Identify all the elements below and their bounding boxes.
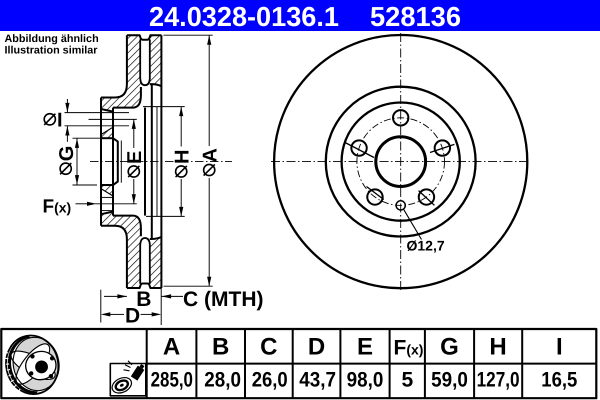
svg-text:528136: 528136	[370, 1, 461, 32]
svg-text:G: G	[440, 333, 459, 360]
svg-text:B: B	[212, 333, 229, 360]
svg-text:C: C	[260, 333, 277, 360]
svg-text:Abbildung ähnlich: Abbildung ähnlich	[5, 33, 99, 45]
svg-text:D: D	[125, 304, 140, 327]
svg-text:16,5: 16,5	[541, 369, 577, 392]
svg-text:26,0: 26,0	[252, 369, 288, 392]
svg-text:24.0328-0136.1: 24.0328-0136.1	[149, 1, 339, 32]
svg-text:C (MTH): C (MTH)	[183, 288, 263, 311]
svg-text:5: 5	[401, 369, 413, 392]
svg-text:59,0: 59,0	[431, 369, 468, 392]
svg-text:I: I	[556, 333, 563, 360]
svg-text:285,0: 285,0	[151, 369, 193, 392]
svg-text:D: D	[308, 333, 325, 360]
svg-text:I: I	[57, 109, 63, 131]
svg-text:43,7: 43,7	[299, 369, 336, 392]
svg-text:Illustration similar: Illustration similar	[5, 45, 99, 57]
svg-text:H: H	[172, 150, 194, 164]
svg-text:A: A	[200, 148, 222, 162]
svg-text:E: E	[357, 333, 373, 360]
svg-text:F(x): F(x)	[43, 196, 72, 217]
svg-text:28,0: 28,0	[204, 369, 241, 392]
svg-text:127,0: 127,0	[477, 369, 520, 392]
svg-text:B: B	[136, 288, 151, 311]
svg-text:E: E	[124, 151, 146, 164]
svg-text:F(x): F(x)	[394, 336, 424, 359]
svg-text:Ø12,7: Ø12,7	[407, 238, 445, 254]
svg-text:G: G	[56, 146, 78, 162]
svg-text:98,0: 98,0	[347, 369, 384, 392]
svg-text:A: A	[163, 333, 180, 360]
svg-text:H: H	[489, 333, 506, 360]
